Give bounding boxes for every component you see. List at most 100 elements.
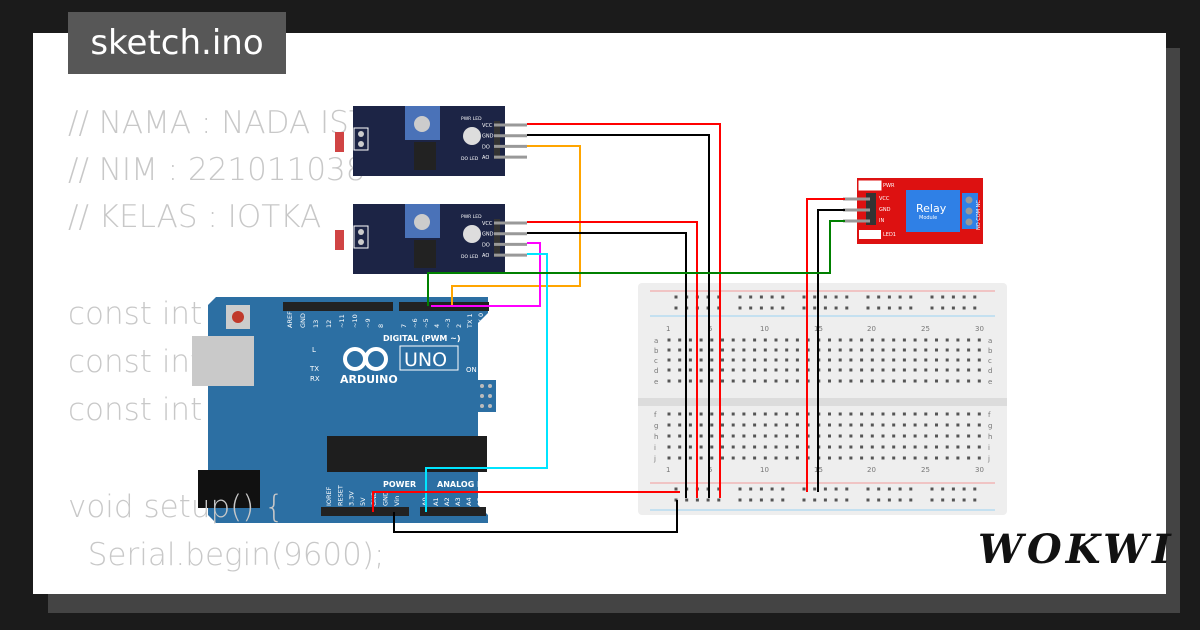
bb-hole[interactable] [924, 456, 928, 460]
bb-rail-hole[interactable] [781, 306, 785, 310]
bb-rail-hole[interactable] [930, 306, 934, 310]
bb-hole[interactable] [838, 358, 842, 362]
bb-hole[interactable] [892, 434, 896, 438]
bb-rail-hole[interactable] [866, 487, 870, 491]
bb-hole[interactable] [688, 348, 692, 352]
bb-hole[interactable] [795, 434, 799, 438]
bb-rail-hole[interactable] [887, 295, 891, 299]
bb-hole[interactable] [892, 445, 896, 449]
bb-hole[interactable] [935, 434, 938, 438]
bb-hole[interactable] [924, 368, 928, 372]
bb-hole[interactable] [763, 358, 767, 362]
bb-hole[interactable] [860, 338, 864, 342]
bb-rail-hole[interactable] [706, 498, 710, 502]
bb-hole[interactable] [731, 338, 735, 342]
bb-rail-hole[interactable] [887, 487, 891, 491]
bb-hole[interactable] [977, 368, 981, 372]
bb-hole[interactable] [688, 412, 692, 416]
bb-hole[interactable] [785, 338, 789, 342]
bb-hole[interactable] [892, 338, 896, 342]
bb-hole[interactable] [667, 348, 671, 352]
bb-hole[interactable] [688, 434, 692, 438]
bb-hole[interactable] [956, 348, 960, 352]
bb-hole[interactable] [849, 338, 853, 342]
bb-hole[interactable] [699, 368, 703, 372]
bb-hole[interactable] [785, 379, 789, 383]
bb-hole[interactable] [945, 445, 949, 449]
bb-rail-hole[interactable] [802, 306, 806, 310]
bb-hole[interactable] [902, 412, 906, 416]
bb-hole[interactable] [977, 445, 981, 449]
bb-hole[interactable] [763, 456, 767, 460]
bb-hole[interactable] [699, 423, 703, 427]
bb-hole[interactable] [828, 434, 831, 438]
bb-rail-hole[interactable] [973, 487, 977, 491]
bb-hole[interactable] [838, 412, 842, 416]
bb-hole[interactable] [977, 412, 981, 416]
bb-rail-hole[interactable] [941, 487, 945, 491]
bb-rail-hole[interactable] [770, 295, 774, 299]
bb-hole[interactable] [753, 423, 757, 427]
bb-rail-hole[interactable] [717, 306, 721, 310]
bb-hole[interactable] [806, 445, 810, 449]
bb-hole[interactable] [881, 368, 885, 372]
bb-rail-hole[interactable] [770, 487, 774, 491]
bb-hole[interactable] [710, 434, 714, 438]
bb-hole[interactable] [935, 348, 938, 352]
bb-hole[interactable] [849, 423, 853, 427]
bb-hole[interactable] [828, 456, 831, 460]
bb-hole[interactable] [828, 379, 831, 383]
bb-rail-hole[interactable] [898, 487, 902, 491]
bb-hole[interactable] [956, 434, 960, 438]
bb-hole[interactable] [935, 456, 938, 460]
bb-hole[interactable] [860, 348, 864, 352]
bb-rail-hole[interactable] [930, 295, 934, 299]
bb-rail-hole[interactable] [845, 306, 849, 310]
bb-hole[interactable] [742, 456, 746, 460]
bb-hole[interactable] [753, 358, 757, 362]
bb-hole[interactable] [956, 423, 960, 427]
bb-hole[interactable] [902, 368, 906, 372]
bb-hole[interactable] [667, 434, 671, 438]
bb-hole[interactable] [828, 445, 831, 449]
bb-hole[interactable] [785, 445, 789, 449]
bb-hole[interactable] [806, 338, 810, 342]
bb-hole[interactable] [913, 348, 917, 352]
wires[interactable] [372, 123, 845, 533]
bb-hole[interactable] [785, 434, 789, 438]
bb-rail-hole[interactable] [749, 498, 753, 502]
bb-hole[interactable] [860, 412, 864, 416]
bb-hole[interactable] [870, 368, 874, 372]
bb-hole[interactable] [860, 368, 864, 372]
bb-hole[interactable] [924, 423, 928, 427]
bb-rail-hole[interactable] [759, 306, 763, 310]
bb-hole[interactable] [721, 445, 724, 449]
bb-hole[interactable] [945, 338, 949, 342]
bb-rail-hole[interactable] [941, 295, 945, 299]
bb-rail-hole[interactable] [898, 498, 902, 502]
bb-hole[interactable] [678, 368, 682, 372]
bb-hole[interactable] [774, 445, 778, 449]
bb-rail-hole[interactable] [941, 498, 945, 502]
bb-hole[interactable] [774, 348, 778, 352]
bb-hole[interactable] [763, 412, 767, 416]
bb-hole[interactable] [838, 338, 842, 342]
bb-hole[interactable] [731, 445, 735, 449]
bb-hole[interactable] [870, 423, 874, 427]
bb-hole[interactable] [881, 445, 885, 449]
bb-rail-hole[interactable] [781, 295, 785, 299]
bb-hole[interactable] [967, 434, 971, 438]
bb-rail-hole[interactable] [813, 306, 817, 310]
bb-hole[interactable] [721, 434, 724, 438]
bb-rail-hole[interactable] [823, 498, 827, 502]
bb-hole[interactable] [892, 358, 896, 362]
bb-hole[interactable] [795, 445, 799, 449]
bb-hole[interactable] [763, 379, 767, 383]
bb-hole[interactable] [935, 338, 938, 342]
bb-hole[interactable] [774, 368, 778, 372]
bb-hole[interactable] [667, 445, 671, 449]
bb-hole[interactable] [977, 456, 981, 460]
bb-hole[interactable] [967, 445, 971, 449]
